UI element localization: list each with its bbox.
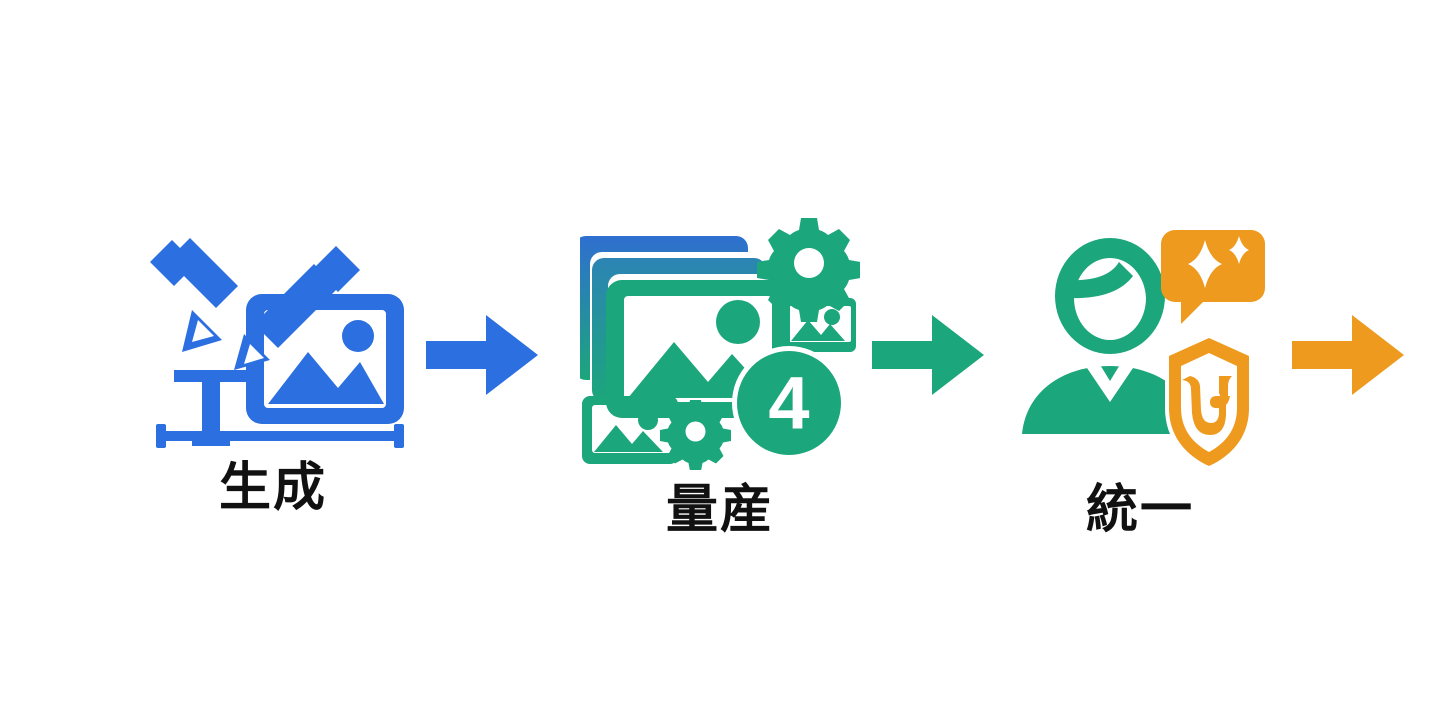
count-badge (732, 346, 846, 460)
gear-large-icon (757, 218, 860, 322)
image-text-editing-icon (150, 238, 404, 448)
sparkle-speech-bubble-icon (1161, 230, 1265, 324)
person-icon (1022, 238, 1198, 434)
thumbnail-bottom-left-icon (582, 396, 678, 464)
stage-label-mass-production: 量産 (665, 480, 774, 540)
stage-label-generation: 生成 (218, 458, 327, 518)
stage-unification: 統一 (1010, 218, 1270, 536)
arrow-right-icon-1 (426, 315, 538, 395)
arrow-right-icon-2 (872, 315, 984, 395)
stage-label-unification: 統一 (1085, 480, 1194, 540)
count-badge-value: 4 (768, 362, 809, 445)
stacked-images-batch-icon: 4 (580, 218, 860, 470)
shield-u-icon (1165, 332, 1253, 470)
brand-consistency-icon (1022, 230, 1265, 470)
stage-generation: 生成 (118, 228, 428, 514)
gear-small-icon (660, 400, 731, 470)
arrow-right-icon-3 (1292, 315, 1404, 395)
stage-mass-production: 4 量産 (570, 210, 870, 536)
